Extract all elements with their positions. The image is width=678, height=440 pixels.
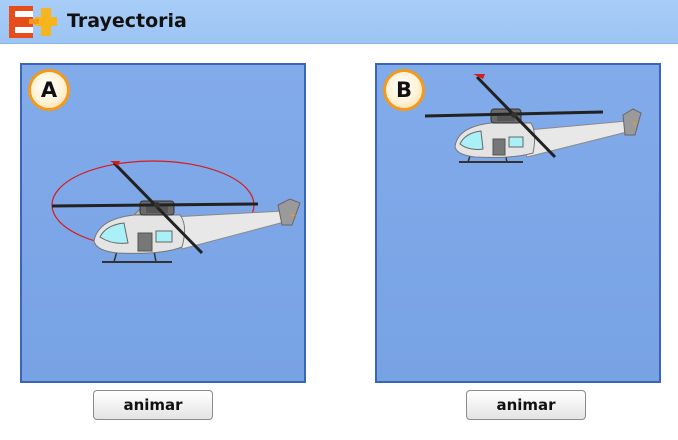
svg-text:+: +	[289, 211, 297, 221]
page-title: Trayectoria	[67, 10, 187, 32]
panel-b-badge: B	[383, 69, 425, 111]
animate-a-button[interactable]: animar	[93, 390, 213, 420]
header-bar: Trayectoria	[0, 0, 678, 44]
helicopter-b: +	[424, 74, 642, 163]
helicopter-a: +	[51, 160, 301, 263]
animate-b-button[interactable]: animar	[466, 390, 586, 420]
e-plus-logo-icon	[9, 6, 57, 38]
panel-a-badge: A	[28, 69, 70, 111]
svg-text:+: +	[631, 119, 638, 128]
animation-panel-a: A +	[20, 63, 306, 383]
animation-panel-b: B +	[375, 63, 661, 383]
